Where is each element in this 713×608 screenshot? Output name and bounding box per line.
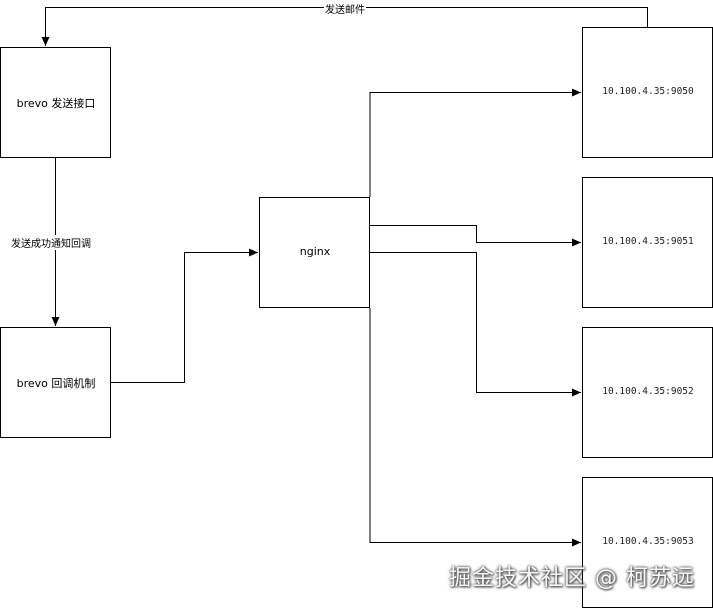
edge-nginx-to-9051	[370, 225, 581, 247]
watermark: 掘金技术社区 @ 柯苏远	[449, 566, 695, 591]
server-9050-label: 10.100.4.35:9050	[602, 86, 694, 97]
server-9050-box	[582, 27, 713, 158]
server-9053-label: 10.100.4.35:9053	[602, 536, 694, 547]
edge-nginx-to-9050	[369, 88, 581, 197]
edge-label-send-mail: 发送邮件	[324, 1, 366, 16]
callback-box	[0, 327, 111, 438]
server-9051-label: 10.100.4.35:9051	[602, 236, 694, 247]
callback-label: brevo 回调机制	[16, 377, 96, 390]
server-9051-box	[582, 177, 713, 308]
edge-nginx-to-9052	[370, 252, 581, 397]
edge-callback-to-nginx	[111, 248, 258, 383]
nginx-box	[259, 197, 370, 308]
send-api-label: brevo 发送接口	[16, 97, 96, 110]
server-9052-box	[582, 327, 713, 458]
send-api-box	[0, 47, 111, 158]
edge-label-success-callback: 发送成功通知回调	[10, 235, 92, 250]
edge-nginx-to-9053	[369, 308, 581, 547]
nginx-label: nginx	[299, 245, 331, 258]
server-9052-label: 10.100.4.35:9052	[602, 386, 694, 397]
